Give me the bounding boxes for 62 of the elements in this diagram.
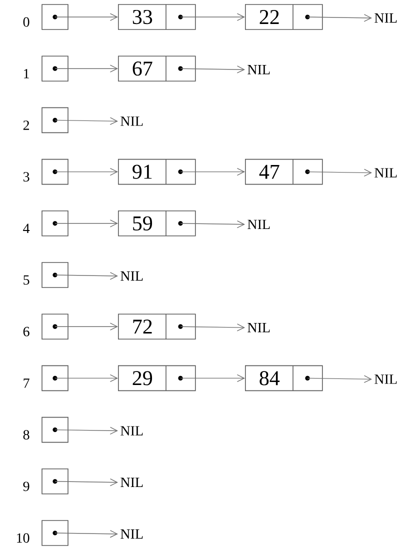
list-node: 84	[245, 365, 323, 392]
list-node: 91	[118, 158, 196, 185]
index-label: 10	[17, 533, 30, 543]
index-label: 7	[24, 378, 30, 388]
slot-box	[42, 4, 68, 30]
nil-label: NIL	[374, 374, 397, 384]
arrow	[54, 374, 118, 382]
list-node: 47	[245, 158, 323, 185]
arrow	[54, 220, 118, 228]
list-node: 22	[245, 4, 323, 30]
slot-box	[42, 107, 68, 134]
arrow	[180, 168, 245, 176]
nil-label: NIL	[248, 220, 270, 229]
index-label: 3	[23, 172, 30, 182]
arrow	[54, 478, 118, 486]
arrow	[54, 530, 118, 538]
nil-label: NIL	[120, 478, 143, 487]
arrow	[307, 375, 372, 383]
index-label: 0	[23, 17, 30, 27]
index-label: 6	[23, 326, 30, 336]
arrow	[180, 324, 245, 332]
nil-label: NIL	[248, 65, 270, 74]
slot-box	[42, 365, 68, 392]
nil-label: NIL	[120, 116, 143, 126]
arrow	[307, 168, 372, 177]
index-label: 9	[23, 482, 30, 492]
arrow	[180, 374, 245, 382]
nil-label: NIL	[374, 13, 397, 23]
arrow	[54, 168, 118, 176]
nil-label: NIL	[248, 323, 270, 332]
slot-box	[42, 158, 68, 185]
nil-label: NIL	[120, 529, 143, 539]
list-node: 29	[118, 365, 196, 392]
list-node: 59	[118, 210, 196, 236]
slot-box	[42, 468, 68, 494]
slot-box	[42, 520, 68, 546]
index-label: 1	[24, 68, 29, 78]
index-label: 5	[24, 275, 30, 285]
nil-label: NIL	[120, 426, 143, 436]
slot-box	[42, 416, 68, 443]
slot-box	[42, 210, 68, 236]
nil-label: NIL	[120, 271, 143, 281]
arrow	[54, 64, 118, 72]
arrow	[54, 117, 118, 125]
slot-box	[42, 314, 68, 340]
arrow	[180, 220, 245, 228]
list-node: 67	[118, 56, 196, 82]
arrow	[307, 14, 372, 22]
index-label: 2	[23, 120, 30, 130]
list-node: 33	[118, 4, 196, 30]
index-label: 4	[23, 224, 30, 234]
arrow	[54, 322, 118, 330]
arrow	[54, 13, 118, 21]
arrow	[54, 426, 118, 435]
nil-label: NIL	[374, 168, 397, 178]
slot-box	[42, 56, 68, 82]
list-node: 72	[118, 314, 196, 340]
arrow	[180, 13, 245, 21]
index-label: 8	[23, 430, 30, 440]
arrow	[180, 66, 245, 74]
slot-box	[42, 262, 68, 288]
arrow	[54, 272, 118, 280]
